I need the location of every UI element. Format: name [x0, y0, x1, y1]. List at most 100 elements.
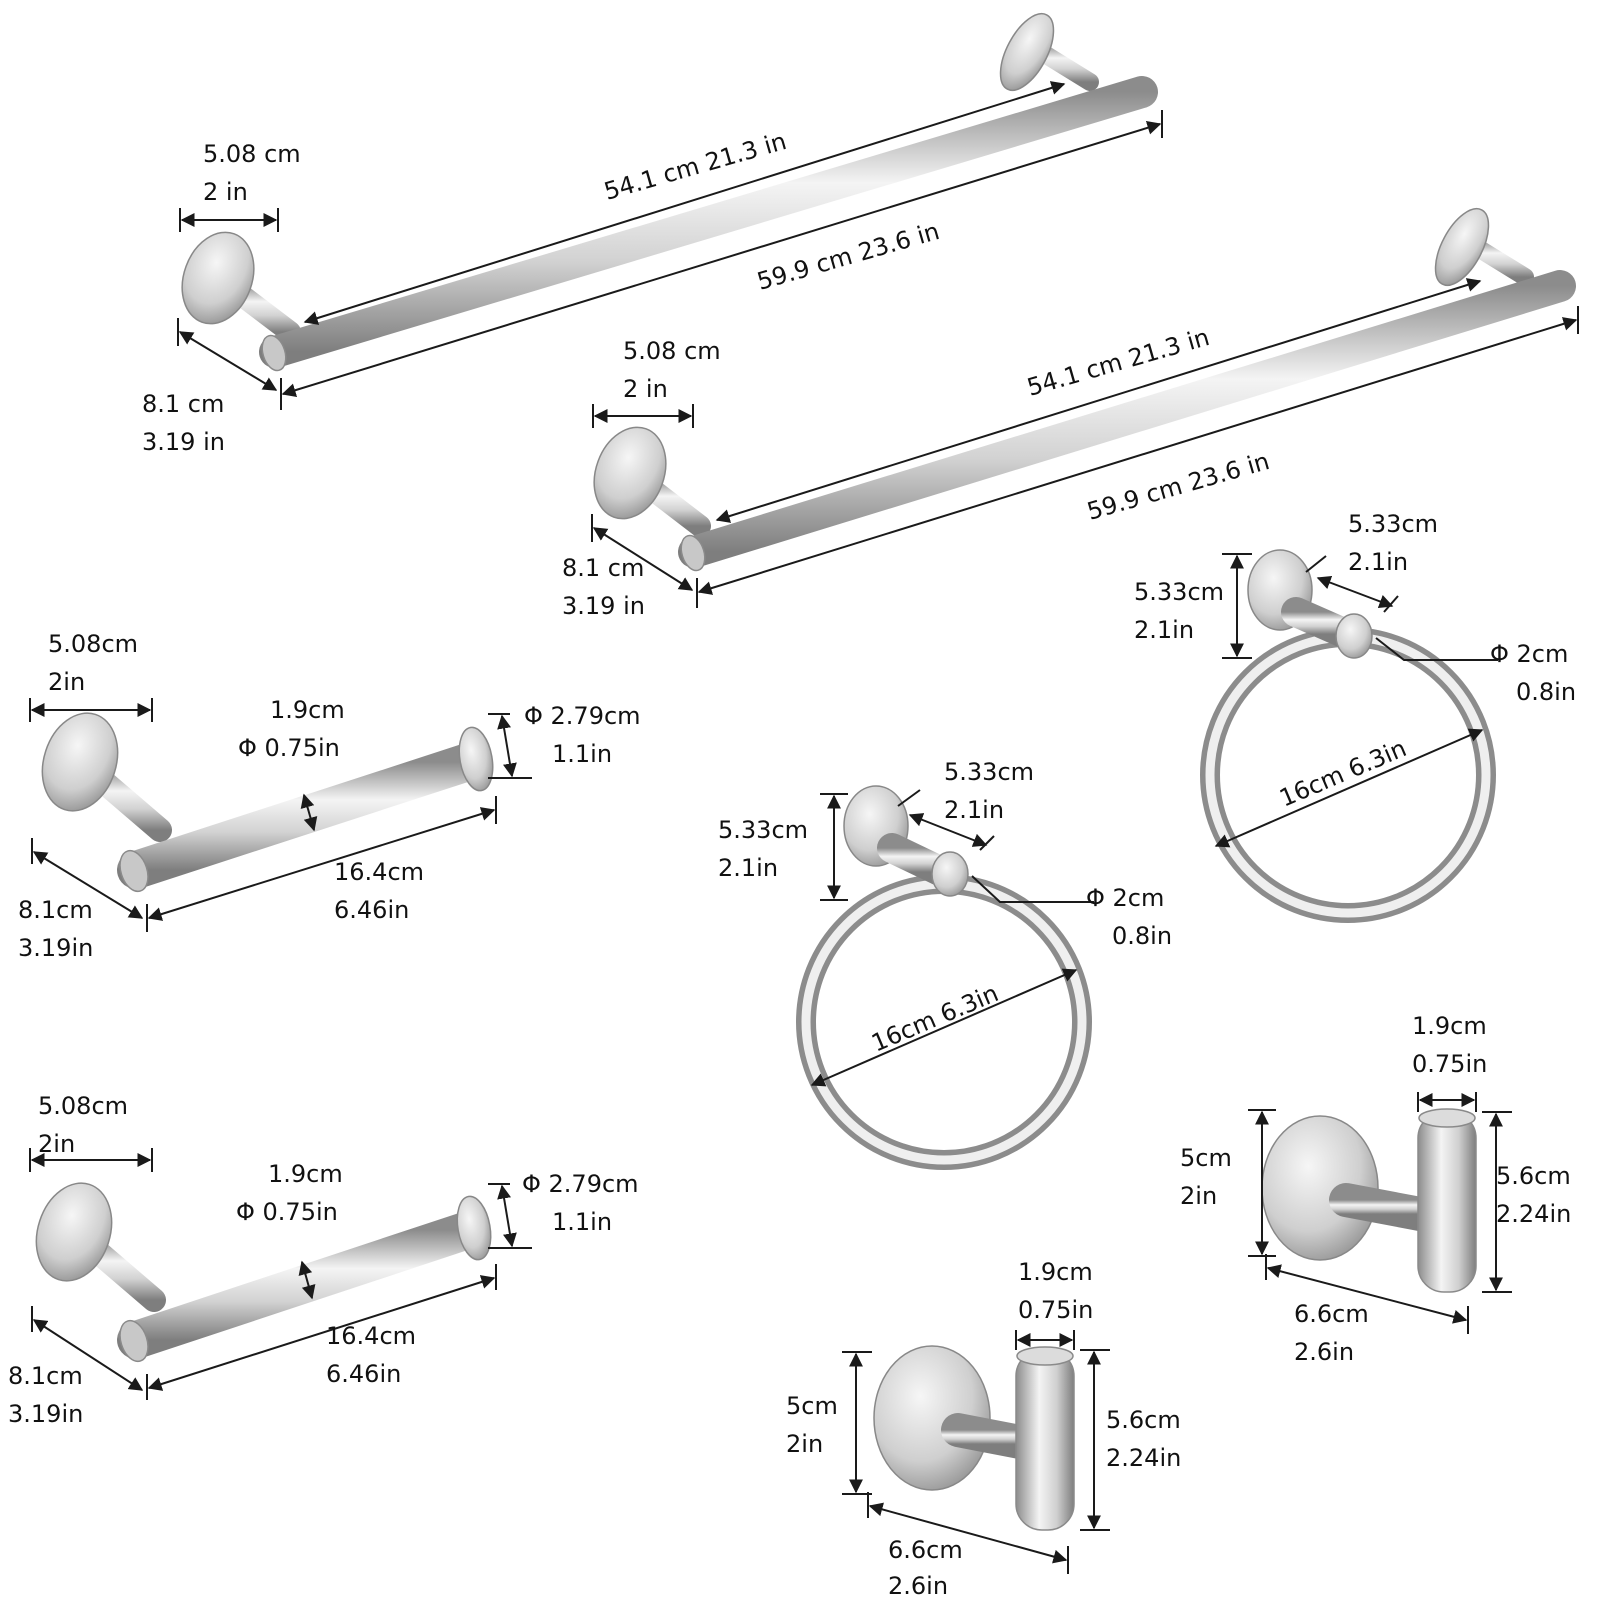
towel-bar-2: 5.08 cm 2 in 54.1 cm 21.3 in 59.9 cm 23.…: [562, 207, 1579, 620]
robe-hook-1-depth-dimension: 6.6cm 2.6in: [1265, 1254, 1469, 1366]
robe-hook-2-depth-dimension: 6.6cm 2.6in: [867, 1492, 1069, 1600]
paper-holder-1-rod-diameter-dimension: 1.9cm Φ 0.75in: [238, 696, 345, 832]
towel-ring-2-ring-diameter: 16cm 6.3in: [1275, 734, 1410, 812]
towel-bar-2-projection-cm: 8.1 cm: [562, 554, 644, 582]
paper-holder-2-rod-diameter-dimension: 1.9cm Φ 0.75in: [236, 1160, 343, 1300]
paper-holder-2-cap-diameter-cm: Φ 2.79cm: [522, 1170, 639, 1198]
towel-ring-1-projection-dimension: 5.33cm 2.1in: [897, 758, 1034, 851]
paper-holder-2-projection-cm: 8.1cm: [8, 1362, 83, 1390]
robe-hook-1-hook-width-in: 0.75in: [1412, 1050, 1487, 1078]
towel-bar-1-projection-in: 3.19 in: [142, 428, 225, 456]
towel-bar-1-bar-length-dimension: 54.1 cm 21.3 in: [303, 81, 1066, 325]
towel-bar-2-overall-length: 59.9 cm 23.6 in: [1084, 447, 1273, 526]
towel-ring-1: 5.33cm 2.1in 5.33cm 2.1in Φ 2cm 0.8in 16…: [718, 758, 1172, 1170]
robe-hook-2-base-height-cm: 5cm: [786, 1392, 838, 1420]
robe-hook-1-depth-cm: 6.6cm: [1294, 1300, 1369, 1328]
towel-bar-2-post-width-in: 2 in: [623, 375, 668, 403]
paper-holder-1-projection-cm: 8.1cm: [18, 896, 93, 924]
robe-hook-2-hook-width-in: 0.75in: [1018, 1296, 1093, 1324]
towel-ring-2-ring-rod-dimension: Φ 2cm 0.8in: [1375, 637, 1576, 706]
towel-ring-2-base-height-in: 2.1in: [1134, 616, 1194, 644]
towel-ring-1-diameter-dimension: 16cm 6.3in: [810, 968, 1078, 1087]
towel-ring-1-projection-in: 2.1in: [944, 796, 1004, 824]
paper-holder-1-rod-length-cm: 16.4cm: [334, 858, 424, 886]
paper-holder-2-cap-diameter-in: 1.1in: [552, 1208, 612, 1236]
towel-bar-2-bar-length-dimension: 54.1 cm 21.3 in: [715, 278, 1482, 523]
robe-hook-1-base-height-cm: 5cm: [1180, 1144, 1232, 1172]
towel-ring-1-ring-rod-in: 0.8in: [1112, 922, 1172, 950]
towel-bar-1-post-width-cm: 5.08 cm: [203, 140, 301, 168]
towel-bar-1-overall-length: 59.9 cm 23.6 in: [754, 217, 943, 296]
towel-ring-1-ring-rod-cm: Φ 2cm: [1086, 884, 1164, 912]
paper-holder-1-drawing: [41, 712, 494, 893]
towel-bar-2-post-width-dimension: 5.08 cm 2 in: [592, 337, 721, 428]
towel-bar-2-projection-dimension: 8.1 cm 3.19 in: [562, 514, 694, 620]
paper-holder-2-projection-dimension: 8.1cm 3.19in: [8, 1306, 144, 1428]
robe-hook-1: 1.9cm 0.75in 5cm 2in 5.6cm 2.24in 6.6cm …: [1180, 1012, 1571, 1366]
robe-hook-1-base-height-in: 2in: [1180, 1182, 1217, 1210]
paper-holder-2-rod-length-cm: 16.4cm: [326, 1322, 416, 1350]
robe-hook-1-hook-height-cm: 5.6cm: [1496, 1162, 1571, 1190]
towel-ring-1-projection-cm: 5.33cm: [944, 758, 1034, 786]
towel-bar-1-projection-dimension: 8.1 cm 3.19 in: [142, 318, 278, 456]
towel-ring-1-base-height-dimension: 5.33cm 2.1in: [718, 793, 848, 901]
paper-holder-1: 5.08cm 2in 1.9cm Φ 0.75in Φ 2.79cm 1.1in…: [18, 630, 641, 962]
paper-holder-1-rod-diameter-cm: 1.9cm: [270, 696, 345, 724]
towel-bar-1-post-width-in: 2 in: [203, 178, 248, 206]
paper-holder-2-rod-length-dimension: 16.4cm 6.46in: [146, 1264, 497, 1400]
robe-hook-2-base-height-in: 2in: [786, 1430, 823, 1458]
towel-ring-2-ring-rod-in: 0.8in: [1516, 678, 1576, 706]
paper-holder-1-post-width-in: 2in: [48, 668, 85, 696]
paper-holder-2: 5.08cm 2in 1.9cm Φ 0.75in Φ 2.79cm 1.1in…: [8, 1092, 639, 1428]
paper-holder-1-cap-diameter-cm: Φ 2.79cm: [524, 702, 641, 730]
paper-holder-1-projection-dimension: 8.1cm 3.19in: [18, 838, 144, 962]
towel-bar-1-post-width-dimension: 5.08 cm 2 in: [179, 140, 301, 232]
paper-holder-1-post-width-dimension: 5.08cm 2in: [29, 630, 153, 722]
paper-holder-2-rod-diameter-cm: 1.9cm: [268, 1160, 343, 1188]
paper-holder-2-post-width-dimension: 5.08cm 2in: [29, 1092, 153, 1172]
paper-holder-1-rod-length-in: 6.46in: [334, 896, 409, 924]
paper-holder-2-cap-diameter-dimension: Φ 2.79cm 1.1in: [488, 1170, 639, 1249]
robe-hook-2: 1.9cm 0.75in 5cm 2in 5.6cm 2.24in 6.6cm …: [786, 1258, 1181, 1600]
robe-hook-2-drawing: [873, 1345, 1075, 1531]
towel-ring-2-drawing: [1200, 549, 1496, 923]
towel-ring-2-diameter-dimension: 16cm 6.3in: [1214, 728, 1484, 848]
robe-hook-1-base-height-dimension: 5cm 2in: [1180, 1109, 1276, 1257]
robe-hook-1-drawing: [1261, 1108, 1477, 1293]
robe-hook-2-depth-in: 2.6in: [888, 1572, 948, 1600]
robe-hook-2-hook-width-cm: 1.9cm: [1018, 1258, 1093, 1286]
robe-hook-2-hook-height-in: 2.24in: [1106, 1444, 1181, 1472]
robe-hook-1-hook-width-dimension: 1.9cm 0.75in: [1412, 1012, 1487, 1112]
towel-ring-1-base-height-cm: 5.33cm: [718, 816, 808, 844]
towel-bar-2-projection-in: 3.19 in: [562, 592, 645, 620]
towel-ring-2-projection-in: 2.1in: [1348, 548, 1408, 576]
towel-ring-2-base-height-dimension: 5.33cm 2.1in: [1134, 553, 1252, 659]
robe-hook-1-depth-in: 2.6in: [1294, 1338, 1354, 1366]
paper-holder-1-projection-in: 3.19in: [18, 934, 93, 962]
towel-ring-1-ring-rod-dimension: Φ 2cm 0.8in: [971, 875, 1172, 950]
robe-hook-2-depth-cm: 6.6cm: [888, 1536, 963, 1564]
paper-holder-2-projection-in: 3.19in: [8, 1400, 83, 1428]
towel-bar-2-post-width-cm: 5.08 cm: [623, 337, 721, 365]
towel-ring-2-base-height-cm: 5.33cm: [1134, 578, 1224, 606]
robe-hook-1-hook-height-in: 2.24in: [1496, 1200, 1571, 1228]
paper-holder-1-rod-length-dimension: 16.4cm 6.46in: [146, 796, 497, 932]
robe-hook-2-hook-height-cm: 5.6cm: [1106, 1406, 1181, 1434]
paper-holder-2-post-width-cm: 5.08cm: [38, 1092, 128, 1120]
towel-ring-2-projection-dimension: 5.33cm 2.1in: [1305, 510, 1438, 613]
towel-ring-2-projection-cm: 5.33cm: [1348, 510, 1438, 538]
paper-holder-1-cap-diameter-dimension: Φ 2.79cm 1.1in: [488, 702, 641, 779]
paper-holder-1-cap-diameter-in: 1.1in: [552, 740, 612, 768]
robe-hook-1-hook-height-dimension: 5.6cm 2.24in: [1482, 1111, 1571, 1293]
robe-hook-1-hook-width-cm: 1.9cm: [1412, 1012, 1487, 1040]
towel-bar-1-projection-cm: 8.1 cm: [142, 390, 224, 418]
robe-hook-2-base-height-dimension: 5cm 2in: [786, 1351, 872, 1495]
towel-ring-2: 5.33cm 2.1in 5.33cm 2.1in Φ 2cm 0.8in 16…: [1134, 510, 1576, 923]
paper-holder-2-rod-diameter-in: Φ 0.75in: [236, 1198, 338, 1226]
robe-hook-2-hook-height-dimension: 5.6cm 2.24in: [1080, 1349, 1181, 1531]
towel-ring-2-ring-rod-cm: Φ 2cm: [1490, 640, 1568, 668]
towel-ring-1-base-height-in: 2.1in: [718, 854, 778, 882]
paper-holder-2-rod-length-in: 6.46in: [326, 1360, 401, 1388]
paper-holder-1-rod-diameter-in: Φ 0.75in: [238, 734, 340, 762]
